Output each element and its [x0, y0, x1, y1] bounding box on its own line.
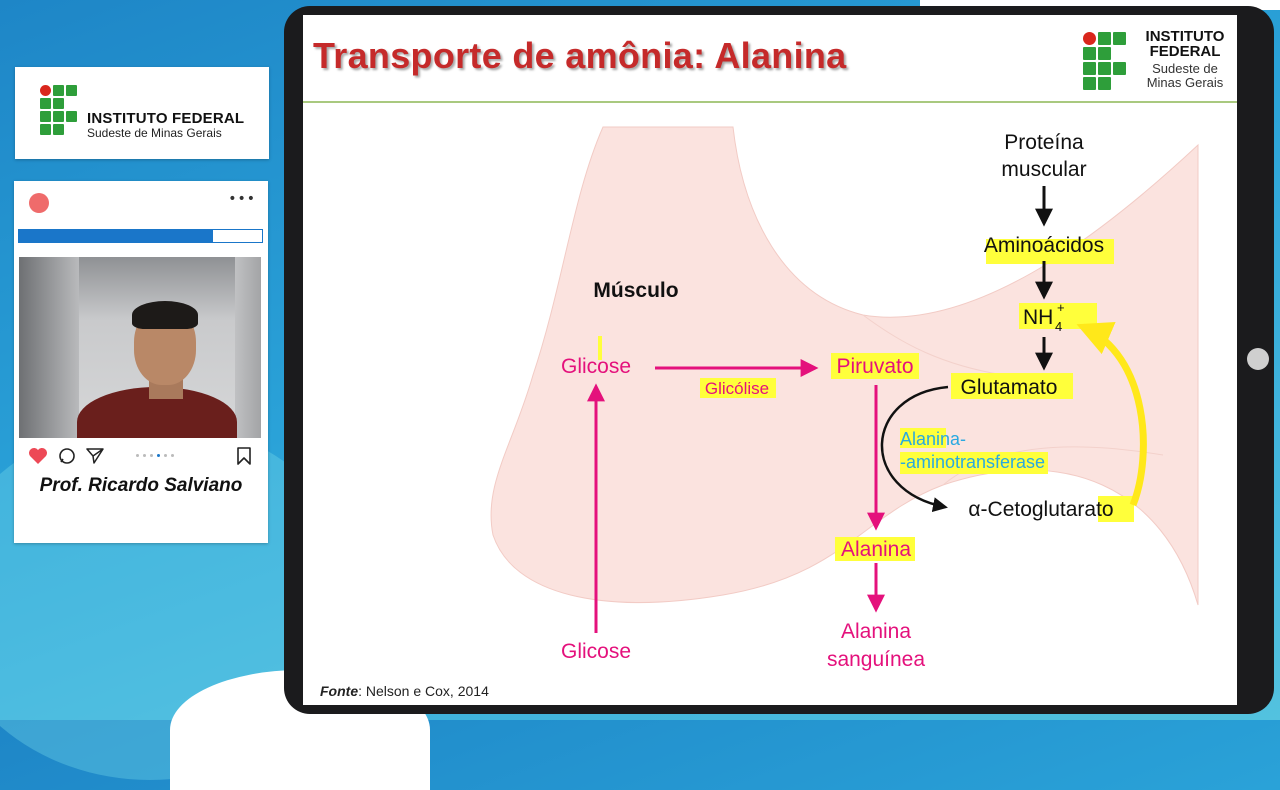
more-dots-icon[interactable]: •••	[228, 191, 256, 207]
highlight-glicolise	[700, 378, 776, 398]
label-alanina-sanguinea-2: sanguínea	[827, 648, 925, 671]
label-glicolise: Glicólise	[705, 379, 769, 398]
label-alanina-sanguinea-1: Alanina	[841, 620, 911, 643]
ketoglutarate-to-nh4-arrow	[1076, 322, 1147, 507]
label-enzyme-2: -aminotransferase	[900, 452, 1045, 472]
sidebar-logo-card: INSTITUTO FEDERAL Sudeste de Minas Gerai…	[15, 67, 269, 159]
label-cetoglutarato: α-Cetoglutarato	[968, 498, 1113, 521]
slide-logo-title: INSTITUTO FEDERAL	[1145, 28, 1225, 60]
label-enzyme-1: Alanina-	[900, 429, 966, 449]
carousel-dots	[136, 454, 174, 457]
top-white-strip	[920, 0, 1280, 10]
highlight-glutamato	[951, 373, 1073, 399]
bookmark-icon[interactable]	[236, 447, 252, 465]
send-icon[interactable]	[86, 447, 104, 465]
label-proteina-1: Proteína	[1004, 131, 1084, 154]
comment-icon[interactable]	[58, 447, 76, 465]
tablet-home-button[interactable]	[1247, 348, 1269, 370]
logo-subtitle: Sudeste de Minas Gerais	[87, 126, 222, 140]
slide-title: Transporte de amônia: Alanina	[313, 35, 847, 76]
heart-icon[interactable]	[28, 447, 48, 465]
progress-fill	[19, 230, 214, 242]
presenter-video	[19, 257, 261, 438]
presenter-name: Prof. Ricardo Salviano	[39, 475, 243, 496]
logo-title: INSTITUTO FEDERAL	[87, 110, 245, 127]
if-logo-icon	[40, 85, 77, 135]
label-musculo: Músculo	[593, 279, 678, 302]
source-citation: Fonte: Nelson e Cox, 2014	[320, 683, 489, 699]
tablet-frame: Transporte de amônia: Alanina INSTITUTO …	[284, 6, 1274, 714]
label-proteina-2: muscular	[1001, 158, 1086, 181]
avatar[interactable]	[29, 193, 49, 213]
label-nh4-sup: +	[1057, 300, 1065, 315]
presentation-slide: Transporte de amônia: Alanina INSTITUTO …	[303, 15, 1237, 705]
alanine-cycle-diagram: Músculo Proteína muscular Aminoácidos NH…	[490, 126, 1199, 671]
highlight-alanina-enzyme	[900, 428, 946, 448]
label-glicose-bottom: Glicose	[561, 640, 631, 663]
highlight-alanina	[835, 537, 915, 561]
label-nh4-sub: 4	[1055, 319, 1062, 334]
label-glutamato: Glutamato	[961, 376, 1058, 399]
action-bar	[28, 447, 258, 467]
highlight-cetoglutarato	[1098, 496, 1134, 522]
label-alanina: Alanina	[841, 538, 911, 561]
label-aminoacidos: Aminoácidos	[984, 234, 1104, 257]
highlight-aminoacidos	[986, 239, 1114, 264]
highlight-aminotransferase	[900, 452, 1048, 474]
label-nh4: NH	[1023, 306, 1053, 329]
title-divider	[303, 101, 1237, 103]
slide-logo-subtitle: Sudeste de Minas Gerais	[1146, 61, 1224, 90]
slide-if-logo-icon	[1083, 32, 1126, 90]
presenter-card: ••• Prof. Ricardo Salviano	[14, 181, 268, 543]
transamination-arrow	[880, 385, 949, 513]
highlight-piruvato	[831, 353, 919, 379]
label-piruvato: Piruvato	[836, 355, 913, 378]
label-glicose-top: Glicose	[561, 355, 631, 378]
progress-bar	[18, 229, 263, 243]
